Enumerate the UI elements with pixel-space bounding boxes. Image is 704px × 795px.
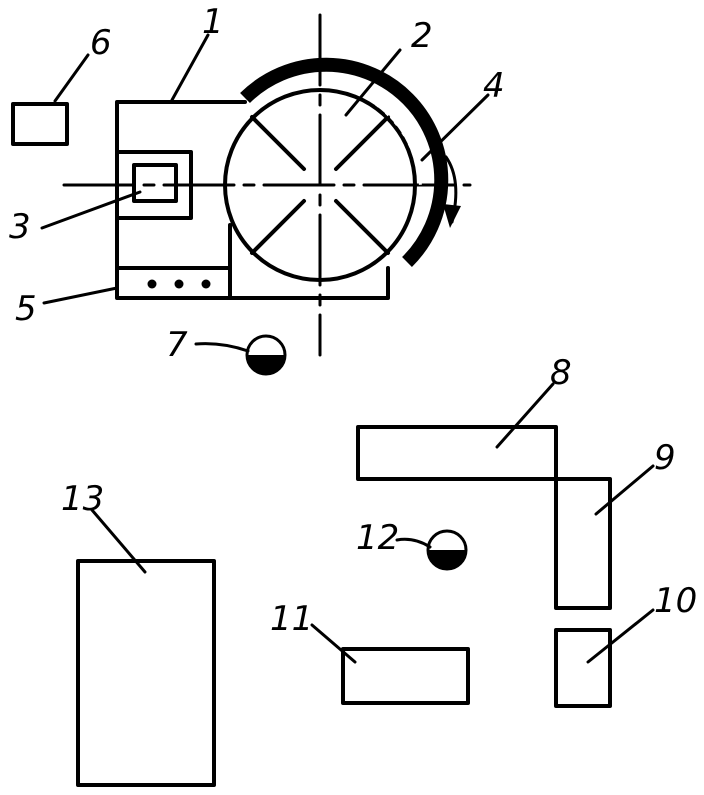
table-11	[341, 647, 470, 705]
label-12: 12	[356, 518, 399, 558]
label-2: 2	[411, 16, 433, 56]
inner-square-3	[132, 163, 178, 203]
conveyor-8	[356, 425, 558, 481]
spoke	[334, 115, 390, 171]
leader-10	[586, 608, 655, 664]
panel-dot	[174, 279, 184, 289]
leader-12	[395, 537, 432, 549]
leader-11	[310, 623, 357, 664]
spoke	[250, 115, 306, 171]
panel-dot	[147, 279, 157, 289]
label-6: 6	[90, 23, 112, 63]
leader-7	[194, 342, 250, 353]
label-5: 5	[15, 289, 37, 329]
cabinet-13	[76, 559, 216, 787]
label-11: 11	[270, 599, 313, 639]
label-9: 9	[654, 438, 676, 478]
leader-13	[90, 508, 147, 574]
operator-seat-7	[245, 334, 287, 376]
leader-6	[53, 53, 90, 103]
box-10	[554, 628, 612, 708]
machine-body-1	[115, 100, 390, 300]
leader-5	[42, 286, 119, 305]
spoke	[250, 199, 306, 255]
conveyor-9	[554, 477, 612, 610]
leader-3	[40, 190, 142, 230]
leader-8	[495, 382, 555, 449]
label-8: 8	[550, 353, 572, 393]
leader-1	[170, 33, 210, 102]
conveyor-arc-4	[240, 57, 449, 267]
label-10: 10	[654, 581, 697, 621]
operator-seat-12	[426, 529, 468, 571]
spoke	[334, 199, 390, 255]
label-1: 1	[202, 2, 224, 42]
label-3: 3	[9, 207, 31, 247]
panel-dot	[201, 279, 211, 289]
leader-4	[420, 93, 490, 162]
label-4: 4	[483, 66, 505, 106]
label-7: 7	[166, 325, 188, 365]
label-13: 13	[61, 479, 104, 519]
leader-2	[344, 48, 402, 117]
conveyor-arc-highlight	[364, 95, 423, 206]
box-6	[11, 102, 69, 146]
leader-9	[594, 464, 655, 516]
rotation-arrowhead	[443, 204, 461, 228]
